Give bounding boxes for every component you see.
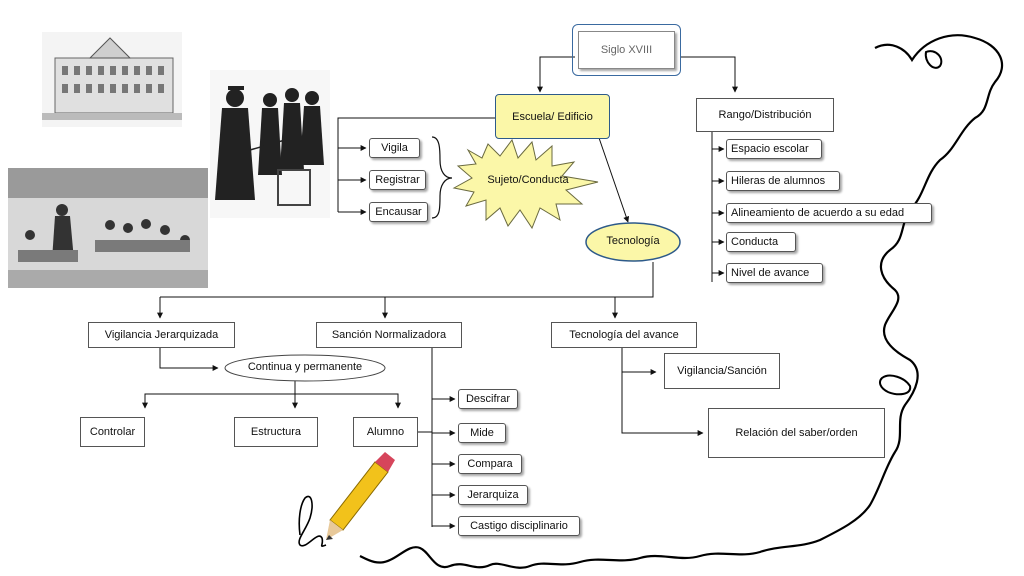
controlar-label: Controlar (89, 426, 136, 438)
alineamiento-label: Alineamiento de acuerdo a su edad (731, 207, 905, 219)
jerarquiza-label: Jerarquiza (467, 489, 519, 501)
nivel-avance-label: Nivel de avance (731, 267, 810, 279)
nivel-avance-node: Nivel de avance (726, 263, 823, 283)
tecnologia-avance-label: Tecnología del avance (569, 329, 679, 341)
siglo-node: Siglo XVIII (578, 31, 675, 69)
escuela-node: Escuela/ Edificio (495, 94, 610, 139)
registrar-label: Registrar (375, 174, 420, 186)
map-lake (879, 374, 912, 396)
vigila-label: Vigila (381, 142, 408, 154)
controlar-node: Controlar (80, 417, 145, 447)
continua-label: Continua y permanente (247, 361, 363, 373)
descifrar-node: Descifrar (458, 389, 518, 409)
siglo-label: Siglo XVIII (600, 44, 653, 56)
signature-scribble (298, 495, 327, 547)
relacion-saber-node: Relación del saber/orden (708, 408, 885, 458)
sujeto-starburst (452, 138, 599, 230)
espacio-escolar-node: Espacio escolar (726, 139, 822, 159)
tecnologia-ellipse (585, 222, 681, 262)
estructura-node: Estructura (234, 417, 318, 447)
vigilancia-jerarquizada-node: Vigilancia Jerarquizada (88, 322, 235, 348)
mide-node: Mide (458, 423, 506, 443)
encausar-node: Encausar (369, 202, 428, 222)
alumno-label: Alumno (366, 426, 405, 438)
vigilancia-sancion-node: Vigilancia/Sanción (664, 353, 780, 389)
vigila-node: Vigila (369, 138, 420, 158)
alumno-node: Alumno (353, 417, 418, 447)
sancion-normalizadora-node: Sanción Normalizadora (316, 322, 462, 348)
espacio-escolar-label: Espacio escolar (731, 143, 809, 155)
sancion-normalizadora-label: Sanción Normalizadora (331, 329, 447, 341)
encausar-label: Encausar (375, 206, 422, 218)
pencil-icon (326, 452, 395, 540)
descifrar-label: Descifrar (465, 393, 510, 405)
castigo-label: Castigo disciplinario (470, 520, 568, 532)
conducta-node: Conducta (726, 232, 796, 252)
rango-label: Rango/Distribución (718, 109, 812, 121)
hileras-label: Hileras de alumnos (731, 175, 826, 187)
conducta-label: Conducta (731, 236, 779, 248)
map-outline (359, 34, 1004, 569)
rango-node: Rango/Distribución (696, 98, 834, 132)
map-island (924, 50, 943, 69)
teacher-students-image (210, 70, 330, 218)
compara-label: Compara (467, 458, 513, 470)
hileras-node: Hileras de alumnos (726, 171, 840, 191)
siglo-outer-frame (572, 24, 681, 76)
alineamiento-node: Alineamiento de acuerdo a su edad (726, 203, 932, 223)
estructura-label: Estructura (250, 426, 302, 438)
vigilancia-jerarquizada-label: Vigilancia Jerarquizada (104, 329, 219, 341)
classroom-image (8, 168, 208, 288)
tecnologia-avance-node: Tecnología del avance (551, 322, 697, 348)
vigilancia-sancion-label: Vigilancia/Sanción (677, 365, 767, 377)
compara-node: Compara (458, 454, 522, 474)
mide-label: Mide (470, 427, 494, 439)
continua-ellipse (224, 354, 386, 382)
tecnologia-label: Tecnología (606, 235, 660, 247)
relacion-saber-label: Relación del saber/orden (735, 427, 858, 439)
school-building-image (42, 32, 182, 127)
escuela-label: Escuela/ Edificio (512, 110, 593, 123)
sujeto-label: Sujeto/Conducta (487, 174, 569, 186)
castigo-node: Castigo disciplinario (458, 516, 580, 536)
registrar-node: Registrar (369, 170, 426, 190)
jerarquiza-node: Jerarquiza (458, 485, 528, 505)
